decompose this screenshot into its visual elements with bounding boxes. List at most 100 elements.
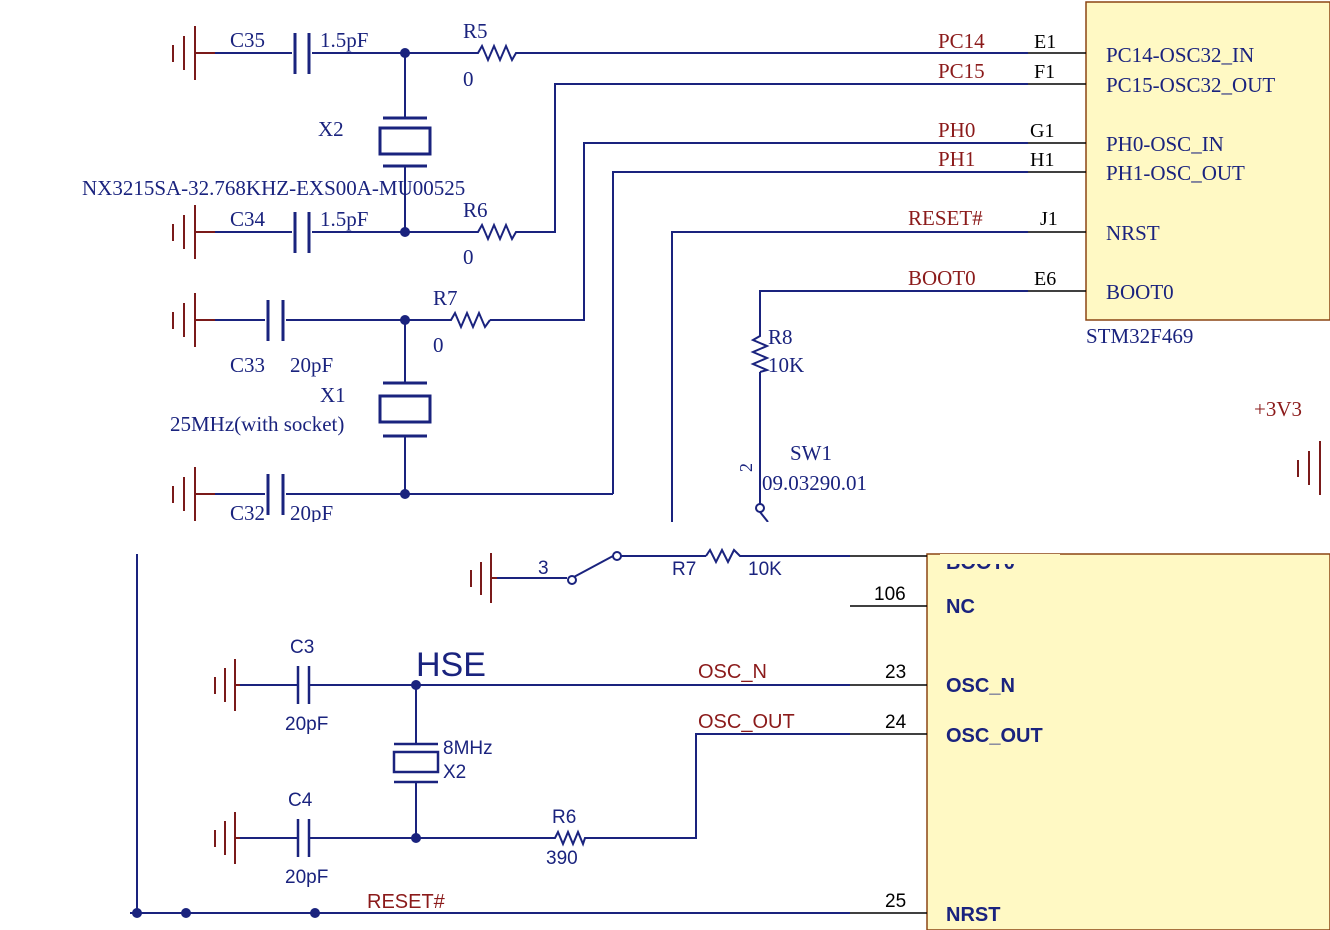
- bottom-panel: BOOT0 106 23 24 25 NC OSC_N OSC_OUT NRST…: [130, 547, 1330, 930]
- resistor-r6-bottom: [550, 829, 588, 847]
- r7-ref: R7: [433, 286, 458, 310]
- top-wires: [200, 52, 1028, 522]
- mcu-chip-body: [926, 553, 1330, 930]
- junction-dot: [132, 908, 142, 918]
- r7-bottom-val: 10K: [748, 559, 782, 580]
- pin-name-pc15: PC15-OSC32_OUT: [1106, 73, 1275, 97]
- capacitors-top: [266, 33, 311, 515]
- pin-name-osc-out: OSC_OUT: [946, 725, 1043, 747]
- resistor-r8: [750, 330, 770, 373]
- x2-bottom-ref: X2: [443, 762, 466, 783]
- resistor-r7-bottom: [705, 547, 742, 565]
- pin-name-nc: NC: [946, 596, 975, 618]
- c3-ref: C3: [290, 637, 314, 658]
- pin-num-106: 106: [874, 584, 906, 605]
- junction-dot: [400, 227, 410, 237]
- net-label-pc15: PC15: [938, 59, 985, 83]
- top-panel: STM32F469 E1 F1 G1 H1 J1 E6 PC14-OSC32_I…: [82, 1, 1330, 525]
- resistor-r5: [472, 43, 520, 63]
- pin-num-25: 25: [885, 891, 906, 912]
- ground-icon: [214, 659, 240, 711]
- x2-bottom-val: 8MHz: [443, 738, 493, 759]
- junction-dot: [400, 48, 410, 58]
- capacitor-c34: [293, 212, 311, 253]
- r7-bottom-ref: R7: [672, 559, 696, 580]
- switch-bottom: [567, 551, 622, 585]
- junction-dot: [411, 680, 421, 690]
- c4-val: 20pF: [285, 867, 328, 888]
- panel-gap: [0, 522, 1330, 554]
- resistor-r6: [472, 222, 520, 242]
- pin-name-ph1: PH1-OSC_OUT: [1106, 161, 1245, 185]
- c32-ref: C32: [230, 501, 265, 525]
- net-label-boot0: BOOT0: [908, 266, 976, 290]
- net-label-pc14: PC14: [938, 29, 985, 53]
- c33-val: 20pF: [290, 353, 333, 377]
- pin-num-j1: J1: [1040, 208, 1058, 230]
- capacitors-bottom: [296, 666, 311, 857]
- pin-num-h1: H1: [1030, 149, 1054, 171]
- sw1-part: 09.03290.01: [762, 471, 867, 495]
- ground-icon: [1297, 441, 1321, 495]
- c35-ref: C35: [230, 28, 265, 52]
- junction-dot: [400, 489, 410, 499]
- sw1-ref: SW1: [790, 441, 832, 465]
- label-clip: [940, 554, 1060, 564]
- pin-num-e1: E1: [1034, 31, 1056, 53]
- capacitor-c4: [296, 819, 311, 857]
- pin-name-nrst: NRST: [1106, 221, 1160, 245]
- r8-ref: R8: [768, 325, 793, 349]
- crystal-x2-bottom: [392, 742, 440, 784]
- panel-left-margin: [0, 0, 75, 522]
- c34-val: 1.5pF: [320, 207, 368, 231]
- ground-icon: [470, 553, 497, 603]
- hse-title: HSE: [416, 646, 486, 684]
- capacitor-c33: [266, 300, 285, 341]
- net-label-reset: RESET#: [908, 206, 983, 230]
- ground-icon: [172, 205, 215, 259]
- pin-num-e6: E6: [1034, 268, 1056, 290]
- junction-dot: [310, 908, 320, 918]
- junction-dot: [181, 908, 191, 918]
- ground-icon: [214, 812, 240, 864]
- pin-name-ph0: PH0-OSC_IN: [1106, 132, 1224, 156]
- x1-ref: X1: [320, 383, 346, 407]
- x2-ref: X2: [318, 117, 344, 141]
- net-label-ph0: PH0: [938, 118, 975, 142]
- pin-name-pc14: PC14-OSC32_IN: [1106, 43, 1254, 67]
- ground-icon: [172, 293, 215, 347]
- sw1-pin: 2: [736, 463, 756, 472]
- junction-dot: [400, 315, 410, 325]
- r7-val: 0: [433, 333, 444, 357]
- pin-name-nrst-bottom: NRST: [946, 904, 1000, 926]
- capacitor-c32: [266, 474, 285, 515]
- ground-symbols-top: [172, 26, 1321, 521]
- pin-num-g1: G1: [1030, 120, 1054, 142]
- c35-val: 1.5pF: [320, 28, 368, 52]
- bottom-wires: [130, 554, 850, 914]
- r6-ref: R6: [463, 198, 488, 222]
- c4-ref: C4: [288, 790, 313, 811]
- chip-pin-stubs-bottom: [850, 555, 927, 914]
- crystal-x2: [378, 116, 432, 168]
- ground-icon: [172, 26, 215, 80]
- pin-num-23: 23: [885, 662, 906, 683]
- c34-ref: C34: [230, 207, 266, 231]
- pin-num-24: 24: [885, 712, 907, 733]
- chip-pin-stubs: [1028, 52, 1086, 292]
- resistor-r7: [445, 310, 491, 330]
- capacitor-c35: [293, 33, 311, 74]
- net-label-reset-bottom: RESET#: [367, 891, 446, 913]
- r6-val: 0: [463, 245, 474, 269]
- r5-val: 0: [463, 67, 474, 91]
- sw-pin-3: 3: [538, 558, 549, 579]
- capacitor-c3: [296, 666, 311, 704]
- net-label-osc-out: OSC_OUT: [698, 711, 795, 733]
- crystal-x1: [378, 381, 432, 438]
- switch-sw1: [755, 503, 769, 523]
- c3-val: 20pF: [285, 714, 328, 735]
- ground-icon: [172, 467, 215, 521]
- net-label-osc-n: OSC_N: [698, 661, 767, 683]
- chip-name: STM32F469: [1086, 324, 1193, 348]
